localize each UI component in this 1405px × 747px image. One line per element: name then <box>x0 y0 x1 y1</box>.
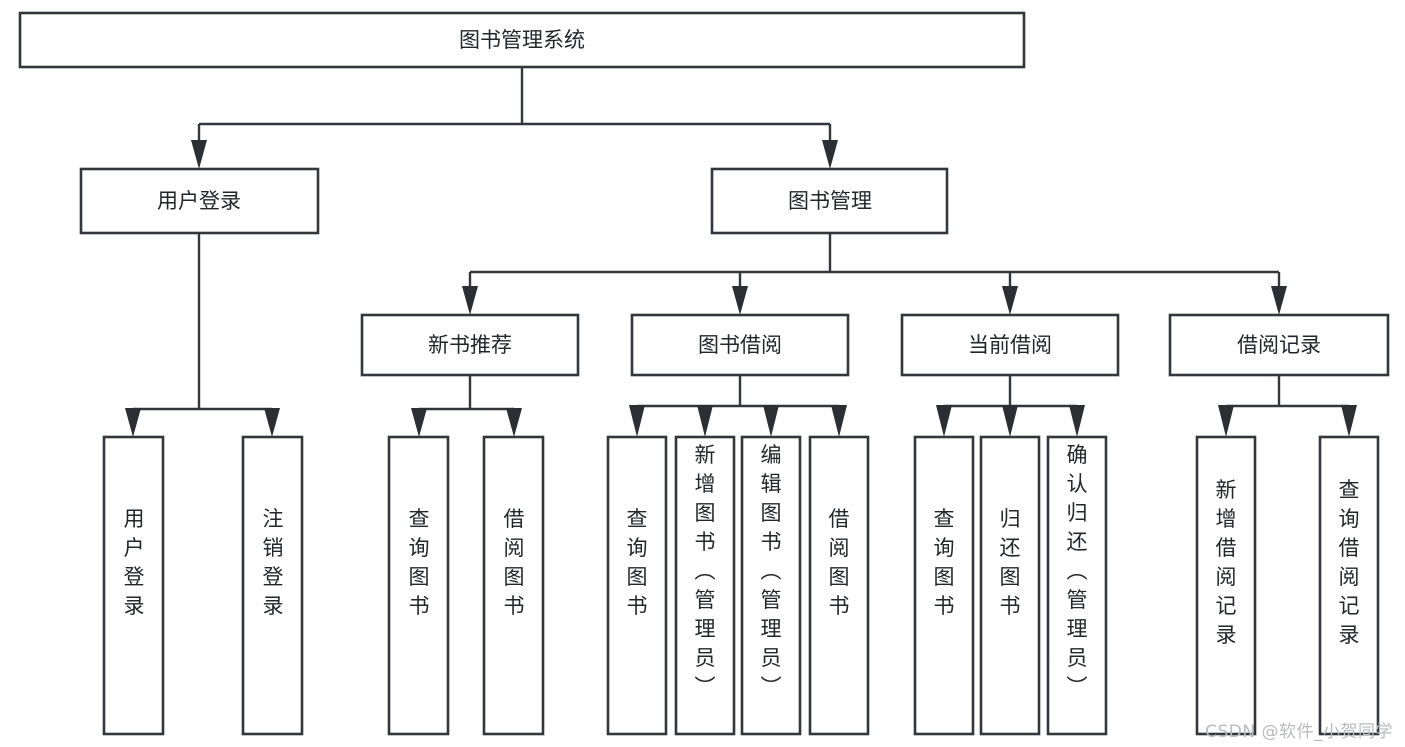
node-leaf-user-login-box[interactable] <box>102 435 165 736</box>
connector-group-root <box>191 67 838 169</box>
node-leaf-logout-login-box[interactable] <box>241 435 304 736</box>
connector-group-borrow-record <box>1218 375 1357 437</box>
node-leaf-logout-login-label: 注销登录 <box>263 507 284 618</box>
node-new-book-recommend[interactable]: 新书推荐 <box>360 313 580 377</box>
node-new-book-recommend-label: 新书推荐 <box>428 333 512 357</box>
node-leaf-query-book-3-label: 查询图书 <box>934 507 955 618</box>
arrow-head-leaf-add-record <box>1218 405 1234 437</box>
node-leaf-add-record[interactable]: 新增借阅记录 <box>1195 435 1257 736</box>
arrow-head-leaf-add-book <box>697 405 713 437</box>
node-leaf-query-book-3-box[interactable] <box>913 435 975 736</box>
connector-group-book-manage <box>462 233 1287 315</box>
node-current-borrow[interactable]: 当前借阅 <box>900 313 1120 377</box>
node-leaf-add-record-box[interactable] <box>1195 435 1257 736</box>
arrow-head-book-borrow <box>732 286 748 315</box>
arrow-head-borrow-record <box>1271 286 1287 315</box>
node-leaf-query-book-1[interactable]: 查询图书 <box>387 435 450 736</box>
node-user-login[interactable]: 用户登录 <box>79 167 320 235</box>
node-leaf-return-book-box[interactable] <box>979 435 1041 736</box>
node-leaf-query-book-1-label: 查询图书 <box>409 507 430 618</box>
node-book-borrow-label: 图书借阅 <box>698 333 782 357</box>
node-leaf-edit-book-box[interactable] <box>740 435 802 736</box>
arrow-head-user-login <box>191 140 207 169</box>
arrow-head-leaf-query-book-1 <box>411 408 427 437</box>
arrow-head-leaf-query-record <box>1341 405 1357 437</box>
node-leaf-confirm-return-box[interactable] <box>1046 435 1108 736</box>
node-current-borrow-box[interactable] <box>900 313 1120 377</box>
node-user-login-label: 用户登录 <box>157 189 241 213</box>
node-current-borrow-label: 当前借阅 <box>968 333 1052 357</box>
node-leaf-add-book[interactable]: 新增图书︵管理员︶ <box>674 435 736 736</box>
node-leaf-return-book[interactable]: 归还图书 <box>979 435 1041 736</box>
node-leaf-edit-book[interactable]: 编辑图书︵管理员︶ <box>740 435 802 736</box>
node-leaf-query-record-label: 查询借阅记录 <box>1339 478 1360 647</box>
arrow-head-leaf-query-book-2 <box>629 405 645 437</box>
node-book-manage-box[interactable] <box>710 167 949 235</box>
node-borrow-record-box[interactable] <box>1168 313 1390 377</box>
node-leaf-borrow-book-2-box[interactable] <box>808 435 870 736</box>
node-leaf-borrow-book-1[interactable]: 借阅图书 <box>482 435 545 736</box>
node-leaf-return-book-label: 归还图书 <box>1000 507 1021 618</box>
node-leaf-add-book-label: 新增图书︵管理员︶ <box>695 443 716 699</box>
arrow-head-new-book-recommend <box>462 286 478 315</box>
node-leaf-user-login[interactable]: 用户登录 <box>102 435 165 736</box>
node-book-borrow-box[interactable] <box>630 313 850 377</box>
arrow-head-leaf-edit-book <box>763 405 779 437</box>
node-book-manage[interactable]: 图书管理 <box>710 167 949 235</box>
node-leaf-query-book-2-box[interactable] <box>606 435 668 736</box>
node-leaf-query-book-2-label: 查询图书 <box>627 507 648 618</box>
connector-group-new-book-recommend <box>411 375 522 437</box>
node-borrow-record-label: 借阅记录 <box>1237 333 1321 357</box>
node-leaf-logout-login[interactable]: 注销登录 <box>241 435 304 736</box>
arrow-head-leaf-user-login <box>125 408 141 437</box>
node-root-label: 图书管理系统 <box>459 28 585 52</box>
arrow-head-leaf-borrow-book-2 <box>831 405 847 437</box>
connector-group-book-borrow <box>629 375 847 437</box>
node-root-box[interactable] <box>18 11 1026 69</box>
connector-group-user-login <box>125 233 280 437</box>
node-leaf-borrow-book-1-label: 借阅图书 <box>504 507 525 618</box>
arrow-head-leaf-return-book <box>1002 405 1018 437</box>
node-leaf-borrow-book-1-box[interactable] <box>482 435 545 736</box>
node-leaf-add-record-label: 新增借阅记录 <box>1216 478 1237 647</box>
node-leaf-confirm-return[interactable]: 确认归还︵管理员︶ <box>1046 435 1108 736</box>
node-leaf-query-record[interactable]: 查询借阅记录 <box>1318 435 1380 736</box>
arrow-head-leaf-confirm-return <box>1069 405 1085 437</box>
node-leaf-query-book-3[interactable]: 查询图书 <box>913 435 975 736</box>
node-leaf-confirm-return-label: 确认归还︵管理员︶ <box>1067 443 1088 699</box>
node-user-login-box[interactable] <box>79 167 320 235</box>
node-leaf-edit-book-label: 编辑图书︵管理员︶ <box>761 443 782 699</box>
node-leaf-query-record-box[interactable] <box>1318 435 1380 736</box>
arrow-head-current-borrow <box>1002 286 1018 315</box>
node-book-borrow[interactable]: 图书借阅 <box>630 313 850 377</box>
node-leaf-query-book-2[interactable]: 查询图书 <box>606 435 668 736</box>
arrow-head-leaf-borrow-book-1 <box>506 408 522 437</box>
node-book-manage-label: 图书管理 <box>788 189 872 213</box>
node-new-book-recommend-box[interactable] <box>360 313 580 377</box>
node-leaf-borrow-book-2-label: 借阅图书 <box>829 507 850 618</box>
node-root[interactable]: 图书管理系统 <box>18 11 1026 69</box>
node-borrow-record[interactable]: 借阅记录 <box>1168 313 1390 377</box>
csdn-watermark: CSDN @软件_小贺同学 <box>1205 722 1393 742</box>
node-leaf-query-book-1-box[interactable] <box>387 435 450 736</box>
node-leaf-user-login-label: 用户登录 <box>124 507 145 618</box>
node-leaf-add-book-box[interactable] <box>674 435 736 736</box>
arrow-head-leaf-logout-login <box>264 408 280 437</box>
arrow-head-leaf-query-book-3 <box>936 405 952 437</box>
node-leaf-borrow-book-2[interactable]: 借阅图书 <box>808 435 870 736</box>
arrow-head-book-manage <box>822 140 838 169</box>
connector-group-current-borrow <box>936 375 1085 437</box>
